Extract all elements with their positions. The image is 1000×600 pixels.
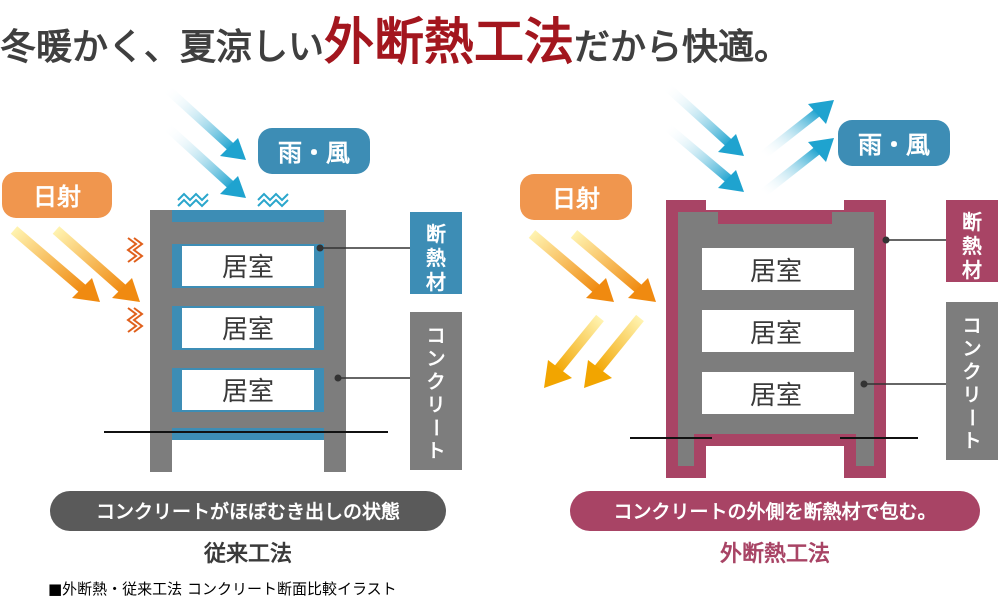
room (702, 372, 854, 414)
sun-arrow-icon (570, 230, 656, 302)
left-concrete-label: コンクリート (424, 325, 446, 462)
sun-arrow-icon (10, 226, 100, 302)
room (182, 308, 314, 348)
vertical-label-char: ン (426, 348, 445, 370)
right-concrete-label-box: コンクリート (946, 302, 998, 460)
vertical-label-char: 材 (426, 270, 446, 294)
footer-caption: ■外断熱・従来工法 コンクリート断面比較イラスト (48, 580, 397, 598)
vertical-label-char: 熱 (426, 246, 446, 270)
floor-insulation (172, 428, 324, 440)
left-method-title: 従来工法 (203, 541, 292, 567)
heat-wave-icon (257, 192, 289, 202)
left-state-caption-pill: コンクリートがほぼむき出しの状態 (50, 491, 446, 531)
room (182, 370, 314, 410)
room (702, 310, 854, 352)
ground-gap (172, 440, 324, 472)
room (182, 246, 314, 286)
vertical-label-char: コ (962, 315, 981, 337)
sun-arrow-icon (544, 314, 604, 388)
leader-dot (334, 374, 342, 382)
right-rain-arrows (662, 82, 744, 192)
rain-arrow-icon (759, 138, 834, 198)
vertical-label-char: 熱 (962, 234, 982, 258)
heat-wave-icon (126, 237, 138, 263)
right-method-title: 外断熱工法 (720, 541, 830, 567)
vertical-label-char: 断 (426, 222, 446, 246)
right-panel: 雨・風 日射 (520, 82, 998, 567)
vertical-label-char: ン (962, 338, 981, 360)
vertical-label-char: 断 (962, 210, 982, 234)
heat-wave-icon (257, 198, 289, 208)
vertical-label-char: リ (962, 384, 981, 406)
headline-suffix: だから快適。 (574, 26, 791, 68)
leader-dot (860, 380, 868, 388)
right-deflected-rain-arrows (759, 100, 834, 198)
room-label: 居室 (750, 257, 802, 287)
right-concrete-label: コンクリート (960, 315, 982, 452)
heat-wave-icon (132, 237, 144, 263)
heat-wave-icon (177, 192, 209, 202)
room-label: 居室 (222, 315, 274, 345)
left-state-caption: コンクリートがほぼむき出しの状態 (96, 500, 400, 523)
vertical-label-char: ト (426, 440, 445, 462)
left-rain-arrows (162, 84, 246, 198)
rain-arrow-icon (662, 82, 744, 156)
room-label: 居室 (222, 253, 274, 283)
heat-wave-icon (126, 307, 138, 333)
left-sunlight-bubble: 日射 (2, 172, 112, 218)
left-heat-wave-icons (177, 192, 289, 208)
leader-dot (316, 244, 324, 252)
room-label: 居室 (222, 377, 274, 407)
left-insulation-label-box: 断熱材 (410, 212, 462, 294)
rain-arrow-icon (162, 122, 246, 198)
heat-wave-icon (132, 307, 144, 333)
left-building: 居室 居室 居室 (104, 210, 388, 472)
heat-wave-icon (177, 198, 209, 208)
right-building: 居室 居室 居室 (630, 200, 918, 478)
sun-arrow-icon (528, 230, 614, 302)
left-sunlight-label: 日射 (33, 183, 81, 211)
vertical-label-char: 材 (962, 258, 982, 282)
vertical-label-char: リ (426, 394, 445, 416)
right-rain-wind-bubble: 雨・風 (838, 120, 950, 166)
room (702, 248, 854, 290)
sun-arrow-icon (52, 226, 140, 302)
rain-arrow-icon (162, 84, 246, 160)
left-insulation-label: 断熱材 (426, 222, 446, 294)
left-panel: 雨・風 日射 (2, 84, 462, 567)
rain-arrow-icon (663, 122, 744, 192)
vertical-label-char: ク (962, 361, 981, 383)
vertical-label-char: ト (962, 430, 981, 452)
roof-insulation (172, 210, 324, 222)
right-insulation-label-box: 断熱材 (946, 200, 998, 282)
right-state-caption-pill: コンクリートの外側を断熱材で包む。 (570, 491, 980, 531)
left-rain-wind-bubble: 雨・風 (258, 128, 370, 174)
sun-arrow-icon (584, 314, 644, 388)
leader-dot (882, 236, 890, 244)
right-sunlight-label: 日射 (552, 185, 600, 213)
headline-emphasis: 外断熱工法 (324, 12, 575, 71)
headline: 冬暖かく、夏涼しい外断熱工法だから快適。 (0, 2, 1000, 82)
left-concrete-label-box: コンクリート (410, 312, 462, 470)
left-side-heat-icons (126, 237, 144, 333)
right-insulation-label: 断熱材 (962, 210, 982, 282)
room-label: 居室 (750, 319, 802, 349)
vertical-label-char: コ (426, 325, 445, 347)
room-label: 居室 (750, 381, 802, 411)
rain-arrow-icon (759, 100, 834, 160)
vertical-label-char: ー (960, 408, 982, 427)
left-sun-arrows (10, 226, 140, 302)
right-sun-arrows (528, 230, 656, 302)
right-rain-wind-label: 雨・風 (858, 131, 930, 159)
right-sunlight-bubble: 日射 (520, 174, 632, 220)
vertical-label-char: ー (424, 418, 446, 437)
right-reflected-sun-arrows (544, 314, 644, 388)
headline-prefix: 冬暖かく、夏涼しい (0, 26, 325, 68)
right-state-caption: コンクリートの外側を断熱材で包む。 (613, 500, 936, 523)
vertical-label-char: ク (426, 371, 445, 393)
left-rain-wind-label: 雨・風 (278, 139, 350, 167)
